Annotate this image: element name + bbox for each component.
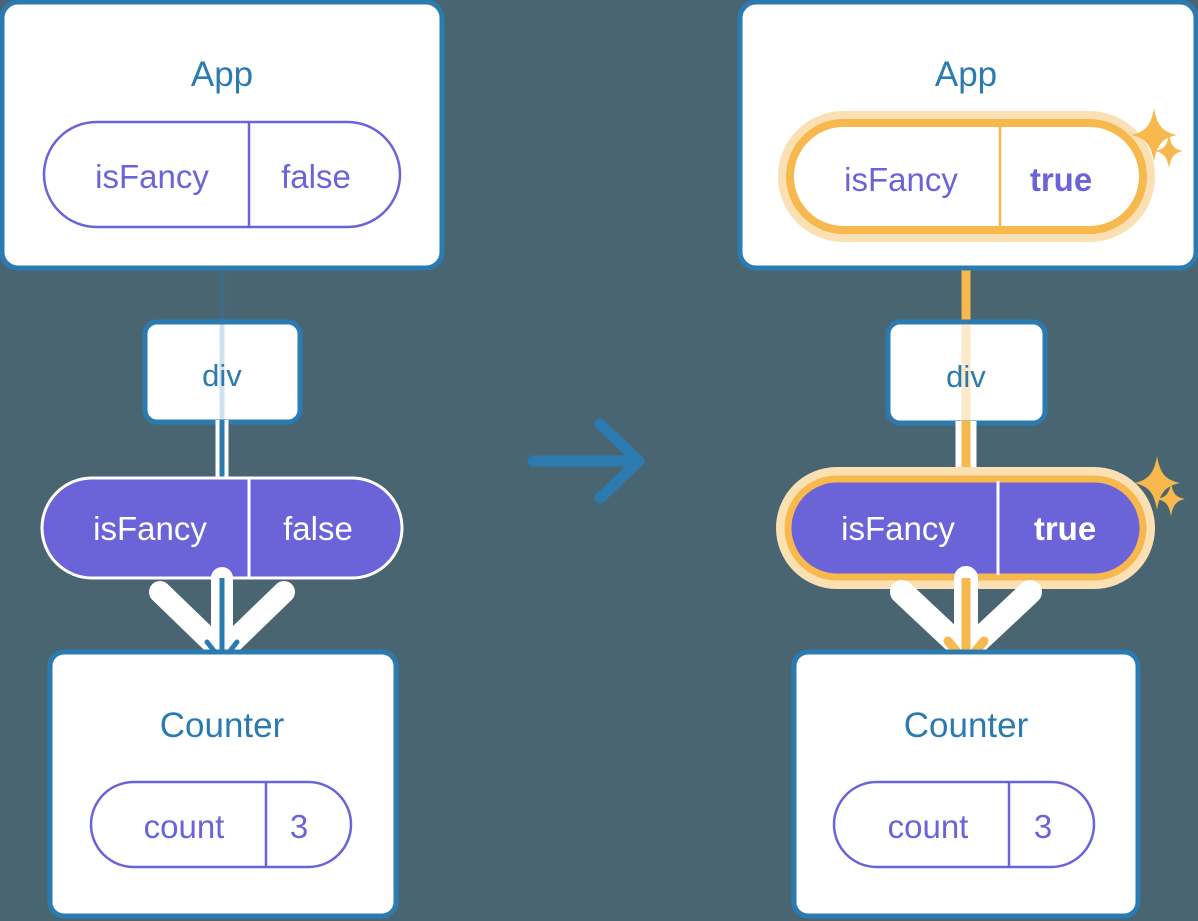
right-counter-pill-key: count [888, 808, 969, 845]
right-prop-pill-value: true [1034, 510, 1096, 547]
left-counter-title: Counter [160, 706, 285, 745]
right-counter-pill [832, 780, 1096, 869]
right-div-label: div [946, 359, 986, 394]
left-counter-pill-key: count [144, 808, 225, 845]
left-prop-pill-group: isFancy false [40, 476, 404, 580]
left-div-card: div [142, 319, 303, 425]
right-app-pill-glow [778, 111, 1155, 242]
right-pill-to-counter-arrow [890, 566, 1042, 668]
sparkle-large-icon [1134, 456, 1180, 510]
left-app-pill-value: false [281, 158, 351, 195]
left-div-label: div [202, 358, 242, 393]
right-app-pill-value: true [1030, 161, 1092, 198]
right-app-pill-ring [786, 119, 1147, 234]
right-app-pill-key: isFancy [844, 161, 958, 198]
right-div-card: div [885, 319, 1048, 426]
left-counter-pill [89, 780, 353, 869]
left-app-title: App [191, 55, 253, 94]
right-prop-pill-key: isFancy [841, 510, 955, 547]
left-app-pill [42, 120, 402, 229]
left-app-card: App isFancy false [0, 0, 445, 271]
sparkle-icon-prop [1134, 456, 1185, 516]
left-counter-card: Counter count 3 [47, 649, 399, 919]
arrow-right-icon [527, 418, 645, 504]
sparkle-large-icon [1131, 108, 1177, 162]
sparkle-small-icon [1157, 483, 1185, 516]
sparkle-small-icon [1155, 134, 1183, 168]
right-counter-card: Counter count 3 [791, 649, 1141, 919]
right-prop-pill-group: isFancy true [776, 456, 1185, 589]
left-prop-pill-key: isFancy [93, 510, 207, 547]
left-app-pill-key: isFancy [95, 158, 209, 195]
right-app-card: App isFancy true [737, 0, 1198, 271]
right-counter-title: Counter [904, 706, 1029, 745]
sparkle-icon-app [1131, 108, 1183, 168]
right-app-title: App [935, 55, 997, 94]
left-prop-pill-value: false [283, 510, 353, 547]
right-counter-pill-value: 3 [1034, 808, 1052, 845]
left-counter-pill-value: 3 [290, 808, 308, 845]
transition-arrow-icon [527, 418, 645, 504]
left-pill-to-counter-arrow [149, 567, 295, 664]
